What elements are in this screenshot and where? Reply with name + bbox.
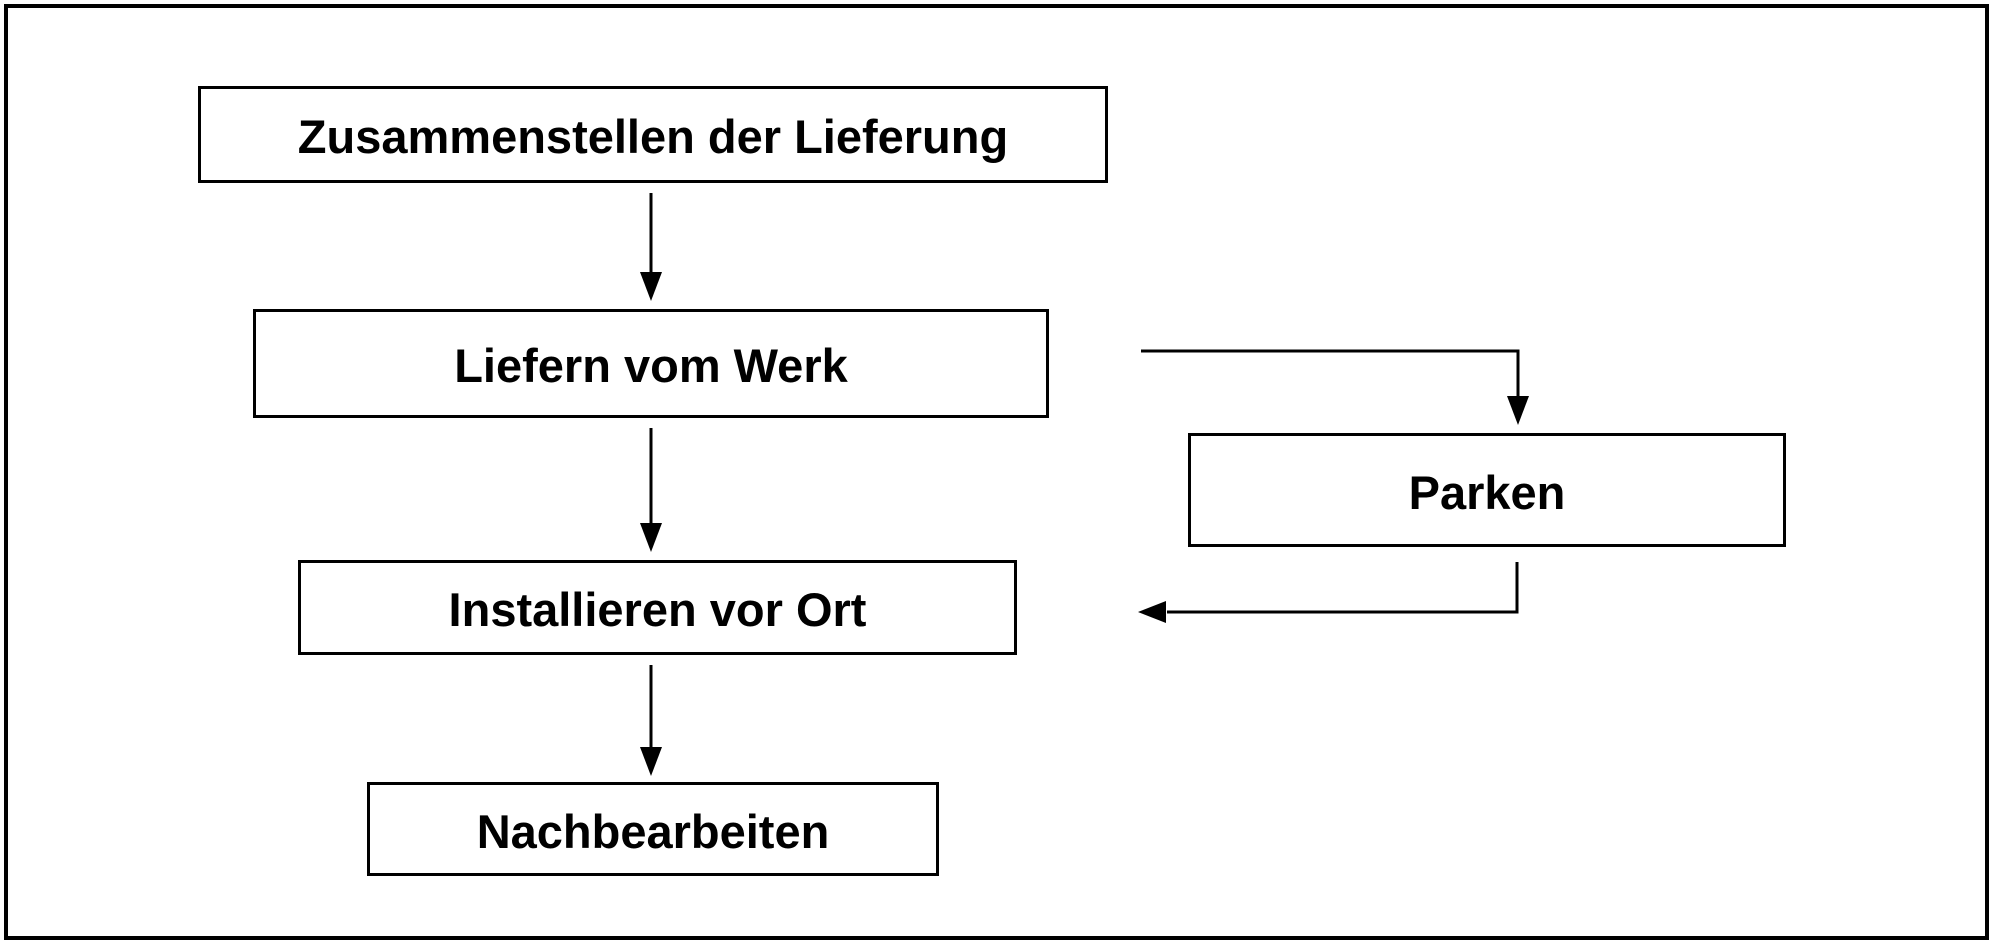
flow-node-liefern-label: Liefern vom Werk <box>454 339 848 392</box>
arrow-installieren-to-nachbearbeiten <box>640 665 662 776</box>
flow-node-liefern: Liefern vom Werk <box>253 309 1049 418</box>
flow-node-zusammenstellen-label: Zusammenstellen der Lieferung <box>297 110 1009 163</box>
flow-node-zusammenstellen: Zusammenstellen der Lieferung <box>198 86 1108 183</box>
arrow-liefern-to-installieren <box>640 428 662 552</box>
flow-node-installieren-label: Installieren vor Ort <box>448 583 867 636</box>
flow-node-parken-label: Parken <box>1408 465 1566 519</box>
diagram-border <box>4 4 1989 940</box>
flow-node-parken: Parken <box>1188 433 1786 547</box>
arrow-zusammenstellen-to-liefern <box>640 193 662 301</box>
arrow-parken-to-installieren <box>1138 562 1519 623</box>
flow-node-nachbearbeiten: Nachbearbeiten <box>367 782 939 876</box>
flow-node-nachbearbeiten-label: Nachbearbeiten <box>476 804 830 858</box>
arrow-liefern-to-parken <box>1141 349 1529 425</box>
flow-node-installieren: Installieren vor Ort <box>298 560 1017 655</box>
